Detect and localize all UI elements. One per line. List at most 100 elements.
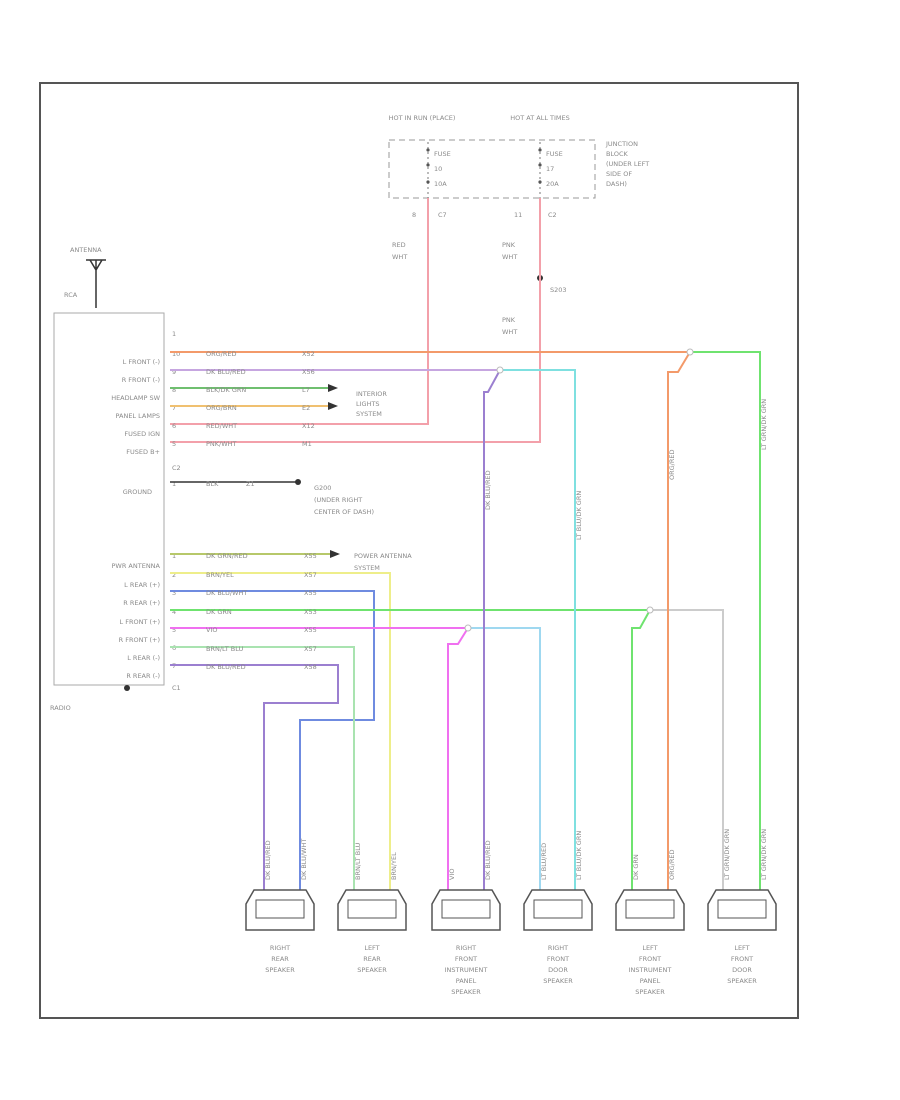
speaker-label: RIGHT [270, 944, 290, 952]
diagram-frame [39, 82, 799, 1019]
wire-l-front-neg-door [690, 351, 761, 890]
pin-label: R FRONT (+) [119, 636, 160, 644]
c2-connector-label: C2 [172, 464, 181, 472]
pin-label: HEADLAMP SW [111, 394, 160, 402]
arrow-icon [328, 384, 338, 410]
fuse-left-number: 10 [434, 165, 442, 173]
pin-number: 1 [172, 480, 176, 488]
speaker-label: LEFT [642, 944, 657, 952]
speaker-label: PANEL [456, 977, 477, 985]
wire-color-label: DK BLU/RED [484, 470, 492, 510]
speaker-label: LEFT [734, 944, 749, 952]
fuse-right-terminal [538, 163, 542, 167]
wire-color-label: VIO [206, 626, 217, 634]
pin-label: FUSED B+ [126, 448, 160, 456]
wire-color-label: BRN/LT BLU [206, 645, 244, 653]
speaker-label: RIGHT [548, 944, 568, 952]
speaker-label: SPEAKER [635, 988, 665, 996]
wire-circuit-code: X58 [304, 663, 317, 671]
speaker-label: DOOR [732, 966, 752, 974]
wire-r-front-neg-door [500, 369, 576, 890]
wire-label-wht: WHT [502, 328, 517, 336]
wire-color-label: BLK/DK GRN [206, 386, 246, 394]
wire-label-pnk: PNK [502, 241, 516, 249]
radio-label: RADIO [50, 704, 71, 712]
fuse-right-terminal [538, 148, 542, 152]
hot-in-run-label: HOT IN RUN (PLACE) [389, 114, 456, 122]
pin-label: FUSED IGN [124, 430, 160, 438]
fuse-right-number: 17 [546, 165, 554, 173]
wire-color-label: BRN/LT BLU [354, 842, 362, 880]
hot-at-all-times-label: HOT AT ALL TIMES [510, 114, 570, 122]
splice-point [464, 624, 472, 632]
speaker-cone [347, 899, 397, 919]
wire-r-front-neg-ip [483, 369, 501, 890]
fuse-left-terminal [426, 148, 430, 152]
speaker-label: INSTRUMENT [629, 966, 672, 974]
wire-color-label: DK GRN [632, 854, 640, 880]
wire-circuit-code: L7 [302, 386, 310, 394]
antenna-label: ANTENNA [70, 246, 102, 254]
pin-label: L FRONT (+) [120, 618, 160, 626]
c1-connector-label: C1 [172, 684, 181, 692]
speaker-label: PANEL [640, 977, 661, 985]
pin-number: 5 [172, 626, 176, 634]
wire-color-label: LT GRN/DK GRN [760, 829, 768, 880]
pin-number: 6 [172, 422, 176, 430]
wire-r-front-pos-door [468, 627, 541, 890]
radio-ground-dot [124, 685, 130, 691]
wire-color-label: DK GRN/RED [206, 552, 248, 560]
speaker-label: REAR [363, 955, 381, 963]
pin-number: 5 [172, 440, 176, 448]
pin-label: R REAR (-) [126, 672, 160, 680]
wire-circuit-code: X57 [304, 645, 317, 653]
wire-r-rear-pos [170, 590, 375, 890]
wire-color-label: BRN/YEL [206, 571, 234, 579]
speaker-label: FRONT [547, 955, 569, 963]
fuse-right-terminal [538, 180, 542, 184]
wire-circuit-code: X56 [302, 368, 315, 376]
wire-color-label: BRN/YEL [390, 852, 398, 880]
speaker-cone [625, 899, 675, 919]
ground-pin-label: GROUND [123, 488, 152, 496]
ground-point [295, 479, 301, 485]
arrow-icon [330, 550, 340, 558]
fuse-right-label: FUSE [546, 150, 563, 158]
wire-color-label: LT BLU/RED [540, 843, 548, 880]
pin-label: R FRONT (-) [122, 376, 160, 384]
wire-color-label: LT GRN/DK GRN [723, 829, 731, 880]
junction-block: HOT IN RUN (PLACE) HOT AT ALL TIMES FUSE… [388, 114, 649, 336]
junction-right-connector: C2 [548, 211, 557, 219]
wire-label-pnk: PNK [502, 316, 516, 324]
speaker-cone [717, 899, 767, 919]
speaker-cone [255, 899, 305, 919]
wire-circuit-code: X53 [304, 608, 317, 616]
wire-l-front-pos-ip [631, 609, 651, 890]
fuse-right-rating: 20A [546, 180, 559, 188]
pin-number: 10 [172, 350, 180, 358]
wire-circuit-code: X12 [302, 422, 315, 430]
wire-circuit-code: X55 [304, 552, 317, 560]
wire-color-label: LT BLU/DK GRN [575, 491, 583, 540]
wire-color-label: DK BLU/RED [264, 840, 272, 880]
pin-number: 3 [172, 589, 176, 597]
fuse-left-label: FUSE [434, 150, 451, 158]
speaker-cone [533, 899, 583, 919]
splice-point [496, 366, 504, 374]
c1-pin-1: 1 [172, 330, 176, 338]
wire-l-rear-neg [170, 646, 355, 890]
wire-color-label: DK BLU/WHT [206, 589, 247, 597]
pin-label: L FRONT (-) [123, 358, 160, 366]
splice-label: S203 [550, 286, 567, 294]
wire-label-red: RED [392, 241, 406, 249]
fuse-left-terminal [426, 163, 430, 167]
wire-color-label: DK BLU/WHT [300, 839, 308, 880]
pin-label: PWR ANTENNA [112, 562, 161, 570]
